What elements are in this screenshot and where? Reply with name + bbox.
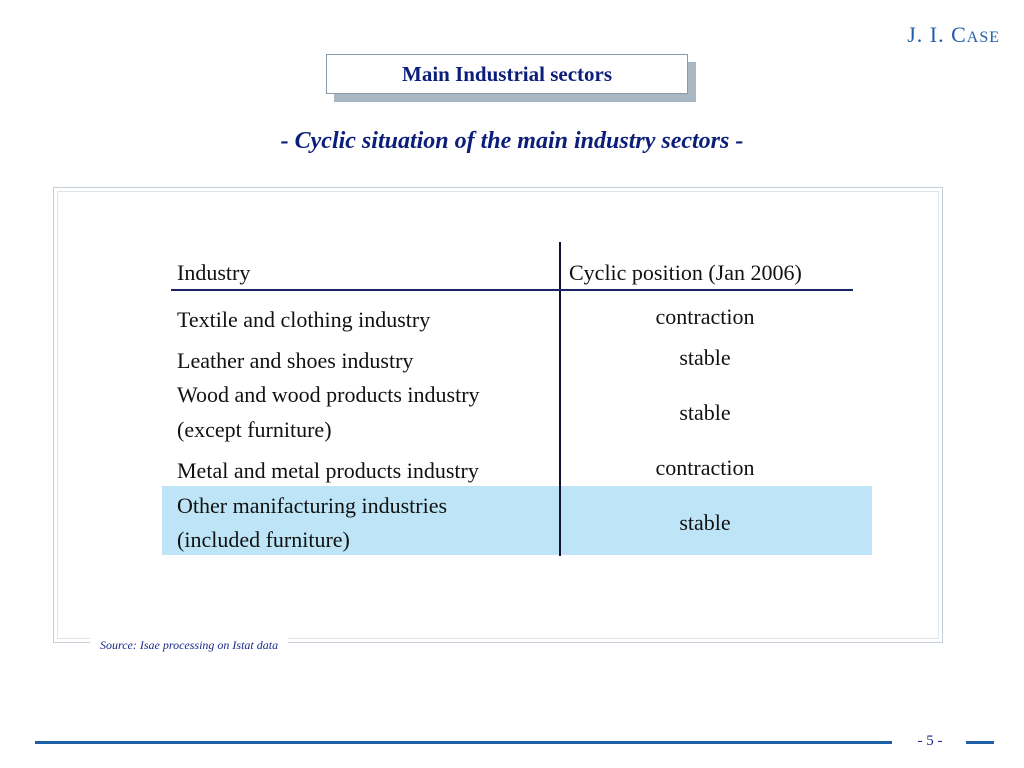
- logo-initials: J. I. C: [907, 22, 967, 47]
- table-header-divider: [171, 289, 853, 291]
- content-frame-inner: [57, 191, 939, 639]
- footer-rule-left: [35, 741, 892, 744]
- row-position: stable: [679, 510, 731, 535]
- source-text: Source: Isae processing on Istat data: [100, 638, 279, 652]
- content-frame: [53, 187, 943, 643]
- row-industry: Metal and metal products industry: [177, 458, 479, 483]
- header-cyclic-position: Cyclic position (Jan 2006): [569, 260, 802, 285]
- row-industry: Wood and wood products industry: [177, 382, 480, 407]
- slide-subtitle: - Cyclic situation of the main industry …: [280, 128, 744, 154]
- row-industry-continued: (included furniture): [177, 527, 350, 552]
- slide-title: Main Industrial sectors: [326, 54, 688, 94]
- table-column-divider: [559, 242, 561, 556]
- row-position: contraction: [655, 304, 755, 329]
- row-position: stable: [679, 345, 731, 370]
- source-note: Source: Isae processing on Istat data: [90, 636, 289, 654]
- row-industry: Other manifacturing industries: [177, 493, 448, 518]
- row-position: stable: [679, 400, 731, 425]
- footer-rule-right: [966, 741, 994, 744]
- highlighted-row-background: [162, 486, 872, 555]
- row-position: contraction: [655, 455, 755, 480]
- header-industry: Industry: [177, 260, 251, 285]
- company-logo: J. I. CASE: [907, 22, 1000, 48]
- row-industry: Leather and shoes industry: [177, 348, 414, 373]
- logo-rest: ASE: [966, 29, 1000, 46]
- page-number: - 5 -: [917, 733, 943, 749]
- row-industry: Textile and clothing industry: [177, 307, 431, 332]
- row-industry-continued: (except furniture): [177, 417, 332, 442]
